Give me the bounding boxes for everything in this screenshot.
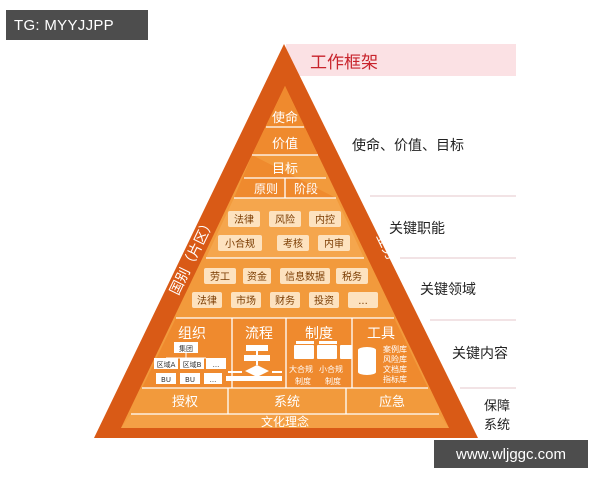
org-node [206, 358, 226, 369]
tag-box [192, 292, 222, 308]
tier-apex [252, 86, 318, 155]
tag-label: 财务 [275, 294, 295, 307]
domain-tags: 劳工 资金 信息数据 税务 法律 市场 财务 投资 ... [192, 268, 378, 308]
principle-label: 原则 [254, 182, 278, 196]
org-node-label: BU [185, 376, 195, 384]
tag-label: 法律 [234, 213, 254, 226]
system-label: 小合规 [319, 364, 343, 374]
watermark-bottom-right: www.wljggc.com [434, 440, 588, 468]
tool-label: 文档库 [383, 364, 407, 374]
org-node-label: ... [213, 361, 220, 369]
tool-label: 风险库 [383, 354, 407, 364]
system-label: 制度 [295, 376, 311, 386]
goal-label: 目标 [272, 162, 298, 177]
apex-value: 价值 [272, 136, 298, 152]
tag-box [336, 268, 368, 284]
tag-box [348, 292, 378, 308]
foundation-label: 文化理念 [261, 414, 309, 429]
tag-box [218, 235, 262, 251]
tier-foundation [121, 414, 449, 428]
document-stack-icon [294, 341, 352, 359]
watermark-top-left: TG: MYYJJPP [6, 10, 148, 40]
tag-label: 风险 [275, 213, 295, 226]
base-emergency: 应急 [379, 394, 405, 410]
tag-label: 内审 [324, 237, 344, 250]
org-node-label: 区域B [183, 360, 202, 369]
org-chart: 集团 区域A 区域B ... BU BU ... [154, 342, 226, 384]
system-label: 大合规 [289, 364, 313, 374]
tag-box [228, 211, 260, 227]
tag-box [243, 268, 271, 284]
tag-label: 考核 [283, 237, 303, 250]
org-node [180, 358, 204, 369]
title-band [286, 44, 516, 76]
right-label-guarantee-2: 系统 [484, 418, 510, 433]
tier-content [142, 318, 428, 388]
tag-box [270, 292, 300, 308]
org-node [154, 358, 178, 369]
right-label-guarantee-1: 保障 [484, 399, 510, 414]
tier-lines [131, 126, 439, 415]
org-node [156, 373, 176, 384]
tag-label: 市场 [236, 294, 256, 307]
org-node-label: BU [161, 376, 171, 384]
system-label: 制度 [325, 376, 341, 386]
tier-base [131, 388, 439, 414]
tier-goal [234, 155, 336, 198]
tag-label: 劳工 [210, 270, 230, 283]
tag-label: 信息数据 [285, 270, 325, 283]
tag-box [269, 211, 301, 227]
quad-title-process: 流程 [245, 326, 273, 342]
tag-box [231, 292, 261, 308]
function-tags: 法律 风险 内控 小合规 考核 内审 [218, 211, 350, 251]
base-system: 系统 [274, 395, 300, 410]
right-label-content: 关键内容 [452, 345, 508, 362]
org-node-top [174, 342, 198, 353]
quad-title-organization: 组织 [178, 326, 206, 342]
apex-mission: 使命 [272, 110, 298, 126]
base-authorization: 授权 [172, 394, 198, 410]
quad-title-system: 制度 [305, 326, 333, 342]
page-title: 工作框架 [310, 53, 378, 73]
tag-box [309, 211, 341, 227]
tag-label: ... [358, 296, 368, 307]
tag-label: 资金 [247, 270, 267, 283]
flowchart-icon [226, 345, 282, 381]
database-icon [358, 347, 376, 375]
tag-label: 投资 [314, 294, 334, 307]
tag-box [204, 268, 236, 284]
right-label-mission: 使命、价值、目标 [352, 137, 464, 154]
org-node-label: 区域A [157, 360, 176, 369]
org-node-label: ... [210, 376, 217, 384]
quad-title-tools: 工具 [367, 326, 395, 342]
tier-domains [176, 258, 394, 318]
org-node [204, 373, 222, 384]
tag-label: 法律 [197, 294, 217, 307]
tag-label: 税务 [342, 270, 362, 283]
tag-box [318, 235, 350, 251]
right-label-functions: 关键职能 [389, 221, 445, 237]
org-node-label: 集团 [179, 344, 193, 353]
tag-box [309, 292, 339, 308]
stage-label: 阶段 [294, 181, 318, 196]
tag-box [280, 268, 330, 284]
right-label-domains: 关键领域 [420, 282, 476, 298]
tag-box [277, 235, 309, 251]
tool-label: 案例库 [383, 344, 407, 354]
tag-label: 小合规 [225, 237, 255, 250]
org-node [180, 373, 200, 384]
tag-label: 内控 [315, 213, 335, 226]
tool-label: 指标库 [383, 374, 407, 384]
